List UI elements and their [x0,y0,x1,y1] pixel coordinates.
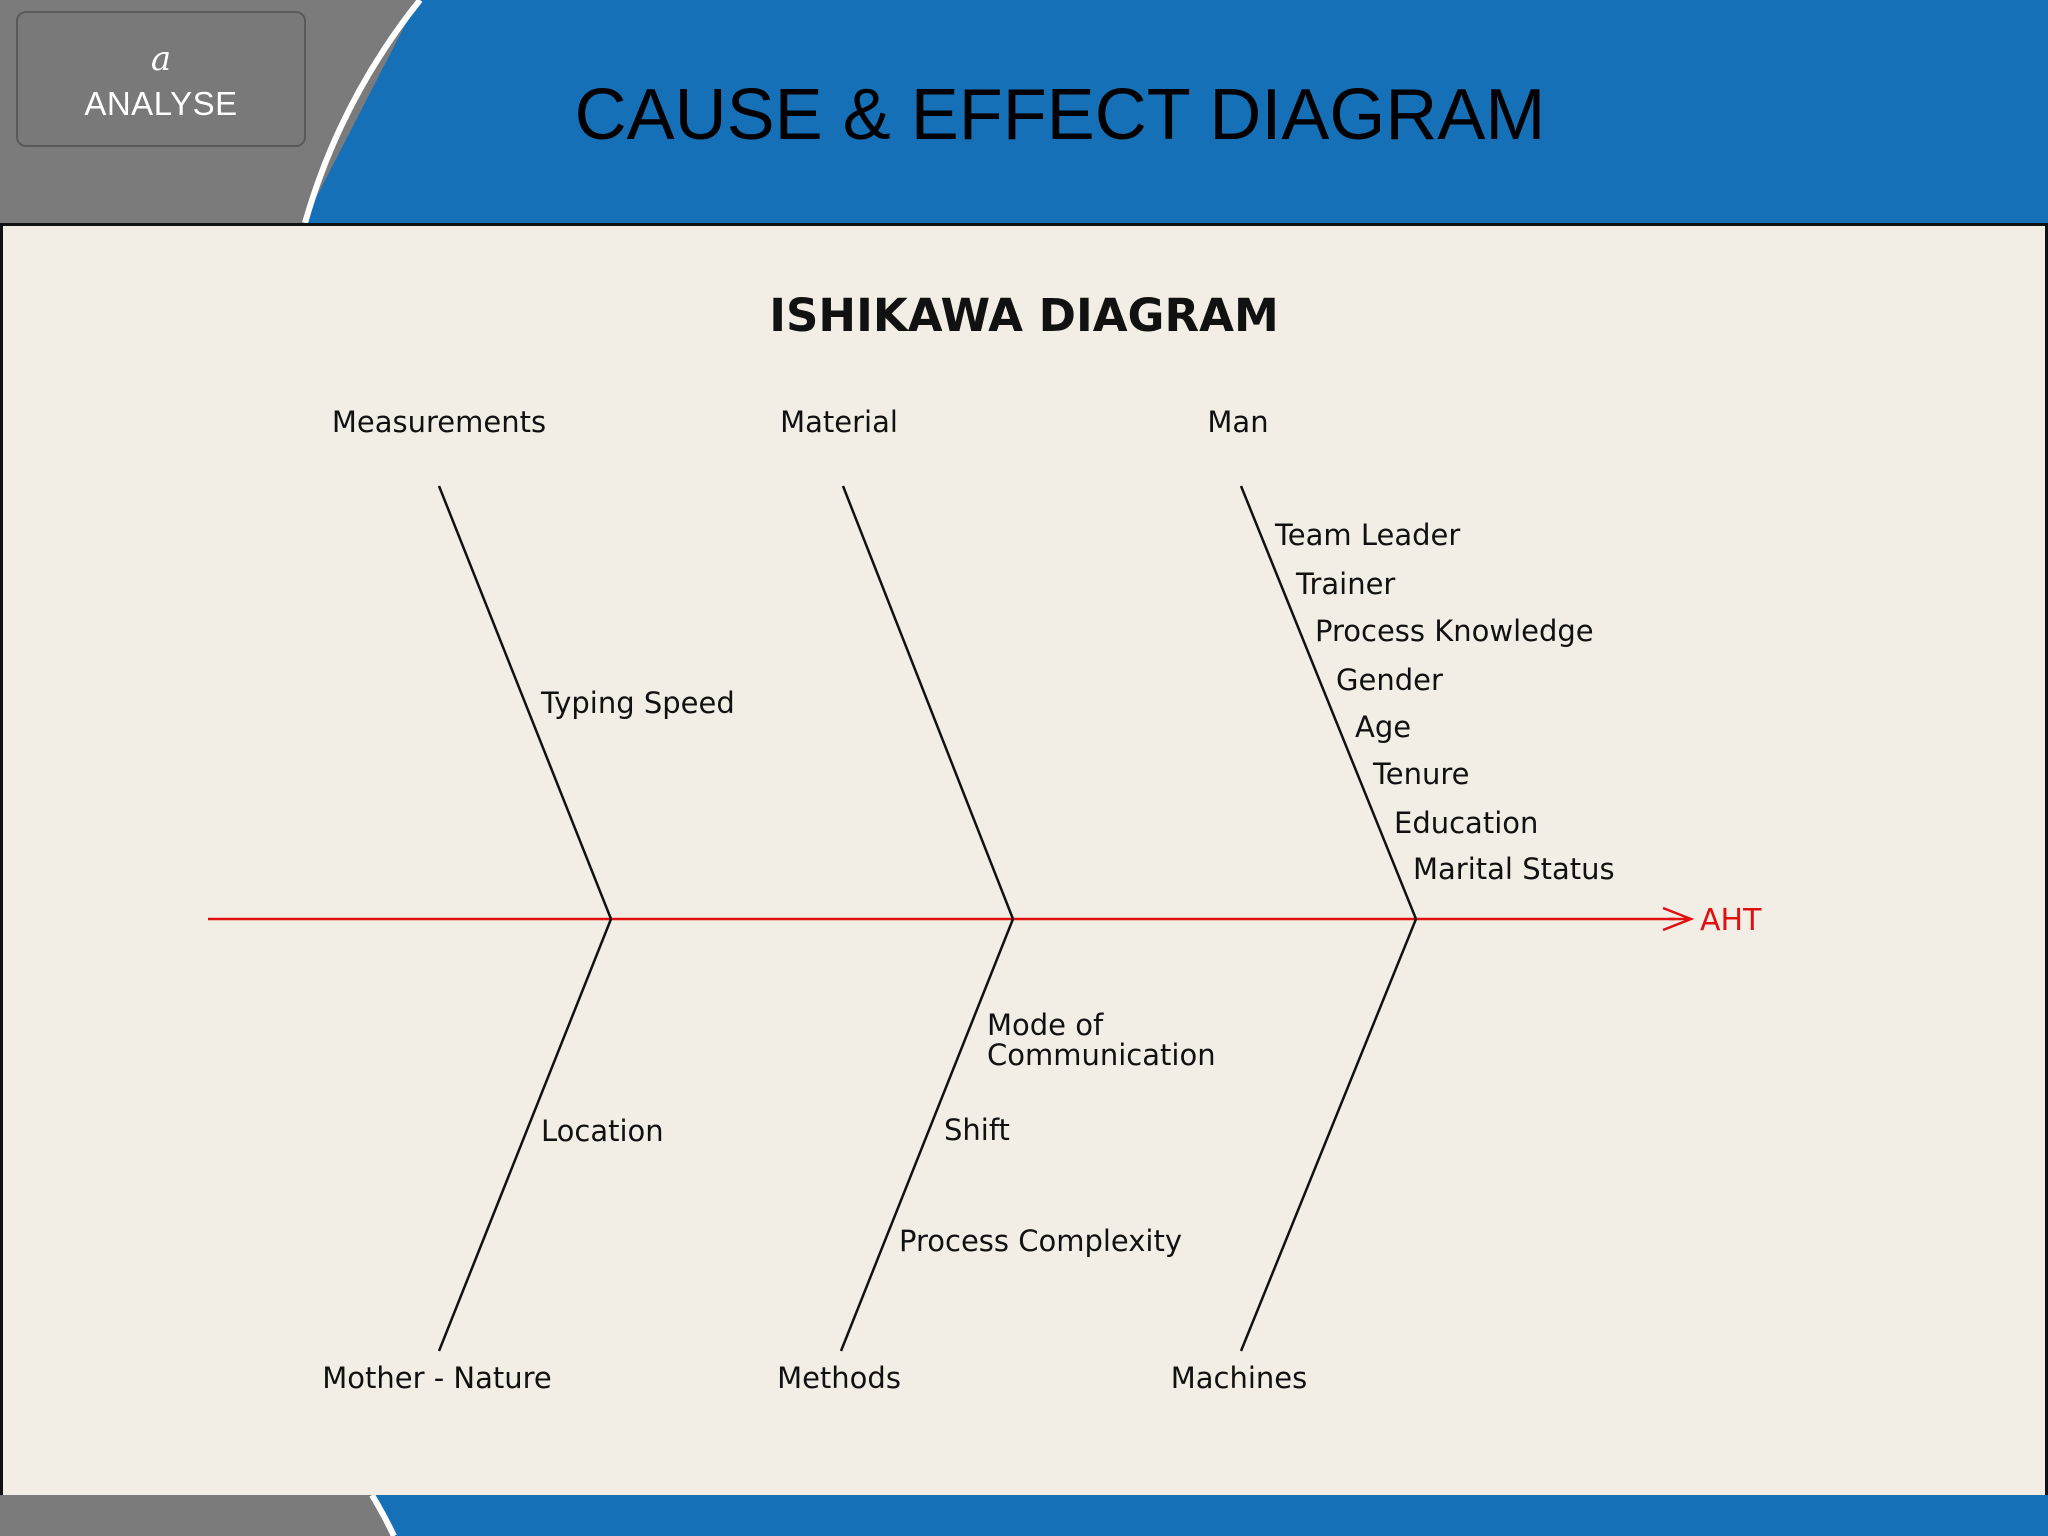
bone-measurements [437,485,613,920]
cause-label: Education [1394,806,1538,840]
cause-label: Process Complexity [899,1224,1182,1258]
effect-label: AHT [1700,903,1762,938]
cause-label: Typing Speed [540,686,735,720]
bone-material [841,485,1015,920]
category-label-methods: Methods [777,1361,901,1395]
footer-white-curve [369,1495,397,1536]
cause-label: Shift [944,1113,1010,1147]
footer-band [0,1495,2048,1536]
cause-label: Location [541,1114,664,1148]
section-badge-letter: a [150,39,172,79]
cause-label: Trainer [1295,567,1395,601]
section-badge-label: ANALYSE [84,85,238,122]
category-label-measurements: Measurements [332,405,546,439]
category-label-machines: Machines [1171,1361,1308,1395]
bone-mother-nature [437,918,613,1352]
footer-gray-wedge [0,1495,392,1536]
cause-label: Communication [987,1038,1216,1072]
cause-label: Process Knowledge [1315,614,1594,648]
spine-arrowhead-icon [1662,906,1695,932]
bone-machines [1239,918,1418,1352]
category-label-mother-nature: Mother - Nature [322,1361,552,1395]
cause-label: Mode of [987,1008,1104,1042]
cause-label: Marital Status [1413,852,1615,886]
cause-label: Age [1355,710,1411,744]
fishbone-diagram: ISHIKAWA DIAGRAM AHT Measurements Materi… [208,289,1762,1395]
header-white-curve [302,0,423,223]
bone-methods [839,918,1015,1352]
section-badge: a ANALYSE [16,11,306,147]
diagram-title: ISHIKAWA DIAGRAM [769,289,1278,342]
category-label-material: Material [780,405,898,439]
bone-man [1239,485,1418,920]
cause-label: Gender [1336,663,1443,697]
category-label-man: Man [1207,405,1268,439]
diagram-panel: ISHIKAWA DIAGRAM AHT Measurements Materi… [0,223,2048,1498]
cause-label: Tenure [1372,757,1470,791]
slide-title: CAUSE & EFFECT DIAGRAM [574,75,1546,155]
cause-label: Team Leader [1274,518,1460,552]
